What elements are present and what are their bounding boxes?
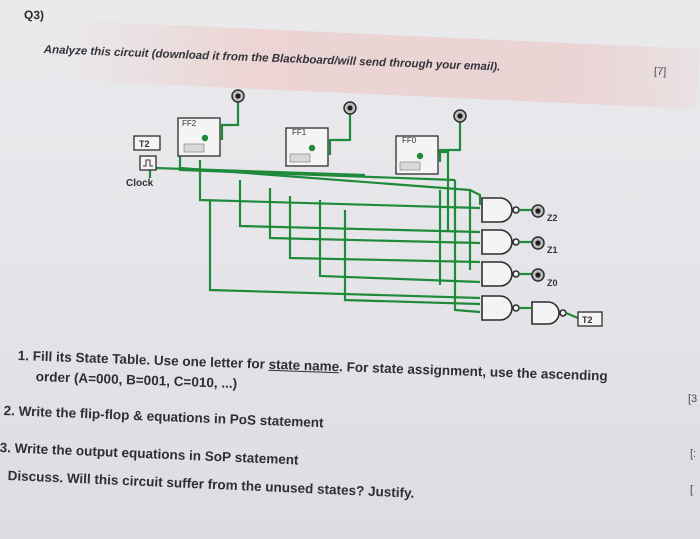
task-1-underline: state name bbox=[268, 356, 340, 375]
output-z2-label: Z2 bbox=[547, 213, 558, 223]
probe-pins bbox=[231, 89, 467, 123]
output-t2: T2 bbox=[577, 311, 603, 327]
output-z1-label: Z1 bbox=[547, 245, 558, 255]
gate-output-wires bbox=[519, 208, 579, 320]
task-3-post: statement bbox=[230, 449, 299, 468]
ff2-label: FF2 bbox=[182, 119, 197, 128]
output-leds bbox=[531, 204, 545, 282]
input-clock: Clock bbox=[126, 155, 157, 189]
ff0-label: FF0 bbox=[402, 136, 417, 145]
task-2-num: 2. bbox=[3, 403, 16, 419]
clock-label: Clock bbox=[126, 178, 154, 189]
output-gates bbox=[481, 197, 567, 325]
output-z0-label: Z0 bbox=[547, 278, 558, 288]
task-3-num: 3. bbox=[0, 440, 12, 456]
side-mark-2: [: bbox=[690, 448, 697, 460]
side-mark-1: [3 bbox=[688, 393, 698, 405]
task-3-em: SoP bbox=[204, 448, 232, 465]
task-2-post: statement bbox=[255, 412, 324, 431]
ff1-label: FF1 bbox=[292, 128, 307, 137]
task-1-num: 1. bbox=[17, 348, 30, 364]
task-4-post: ? Justify. bbox=[355, 483, 415, 501]
output-t2-label: T2 bbox=[582, 315, 593, 325]
flipflop-ff1: FF1 bbox=[285, 127, 329, 167]
flipflop-ff2: FF2 bbox=[177, 117, 221, 157]
input-t2-label: T2 bbox=[139, 139, 150, 149]
task-2-em: PoS bbox=[229, 411, 257, 428]
flipflop-ff0: FF0 bbox=[395, 135, 439, 175]
input-t2: T2 bbox=[133, 135, 161, 151]
circuit-wires bbox=[148, 96, 482, 314]
side-mark-3: [ bbox=[690, 484, 694, 496]
